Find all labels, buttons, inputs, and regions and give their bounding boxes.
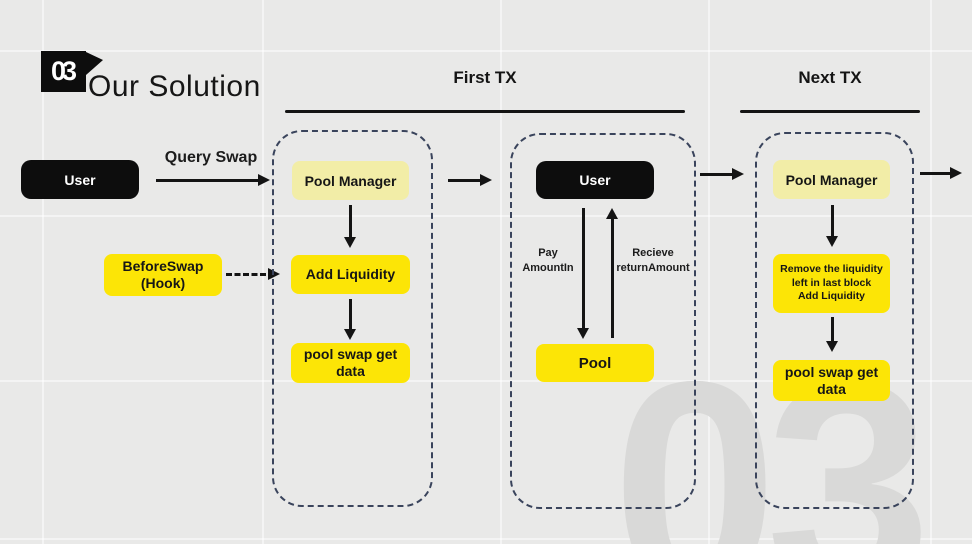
next-tx-underline (740, 110, 920, 113)
gridline (930, 0, 932, 544)
gridline (262, 0, 264, 544)
gridline (0, 380, 972, 382)
arrow-remove-to-poolswap (826, 317, 838, 352)
pool-node: Pool (536, 344, 654, 382)
arrow-pm-to-addliq (344, 205, 356, 248)
gridline (0, 538, 972, 540)
slide-number-badge: 03 (41, 51, 86, 92)
receive-line2: returnAmount (616, 262, 690, 274)
first-tx-pool-container (272, 130, 433, 507)
pool-manager-node-2: Pool Manager (773, 160, 890, 199)
gridline (500, 0, 502, 544)
remove-liquidity-node: Remove the liquidity left in last block … (773, 254, 890, 313)
add-liquidity-node: Add Liquidity (291, 255, 410, 294)
add-liquidity-line: Add Liquidity (797, 290, 866, 303)
next-tx-container (755, 132, 914, 509)
before-swap-line2: (Hook) (140, 275, 186, 291)
before-swap-line1: BeforeSwap (122, 258, 204, 274)
next-tx-label: Next TX (798, 68, 862, 87)
query-swap-label: Query Swap (164, 149, 258, 166)
pay-line2: AmountIn (522, 262, 574, 274)
first-tx-underline (285, 110, 685, 113)
arrow-pm2-to-remove (826, 205, 838, 247)
before-swap-hook-node: BeforeSwap (Hook) (104, 254, 222, 296)
page-title: Our Solution (88, 70, 261, 103)
pay-line1: Pay (538, 247, 558, 259)
gridline (0, 215, 972, 217)
pool-swap-get-data-node-2: pool swap get data (773, 360, 890, 401)
pay-amountin-label: Pay AmountIn (512, 246, 584, 276)
receive-line1: Recieve (632, 247, 674, 259)
remove-liquidity-line: Remove the liquidity left in last block (780, 263, 883, 289)
first-tx-label: First TX (453, 68, 517, 87)
user-node-middle: User (536, 161, 654, 199)
arrow-addliq-to-poolswap (344, 299, 356, 340)
receive-returnamount-label: Recieve returnAmount (612, 246, 694, 276)
arrow-user-to-pool (577, 208, 589, 339)
arrow-exit-right (920, 167, 962, 179)
pool-swap-get-data-node-1: pool swap get data (291, 343, 410, 383)
arrow-pool-to-user (606, 208, 618, 338)
gridline (0, 50, 972, 52)
query-swap-arrow (156, 174, 270, 186)
arrow-container2-to-3 (700, 168, 744, 180)
first-tx-user-container (510, 133, 696, 509)
next-tx-header: Next TX (740, 68, 920, 88)
first-tx-header: First TX (285, 68, 685, 88)
gridline (42, 0, 44, 544)
pool-manager-node-1: Pool Manager (292, 161, 409, 200)
gridline (708, 0, 710, 544)
user-node-left: User (21, 160, 139, 199)
arrow-container1-to-2 (448, 174, 492, 186)
hook-dashed-arrow (226, 268, 280, 280)
